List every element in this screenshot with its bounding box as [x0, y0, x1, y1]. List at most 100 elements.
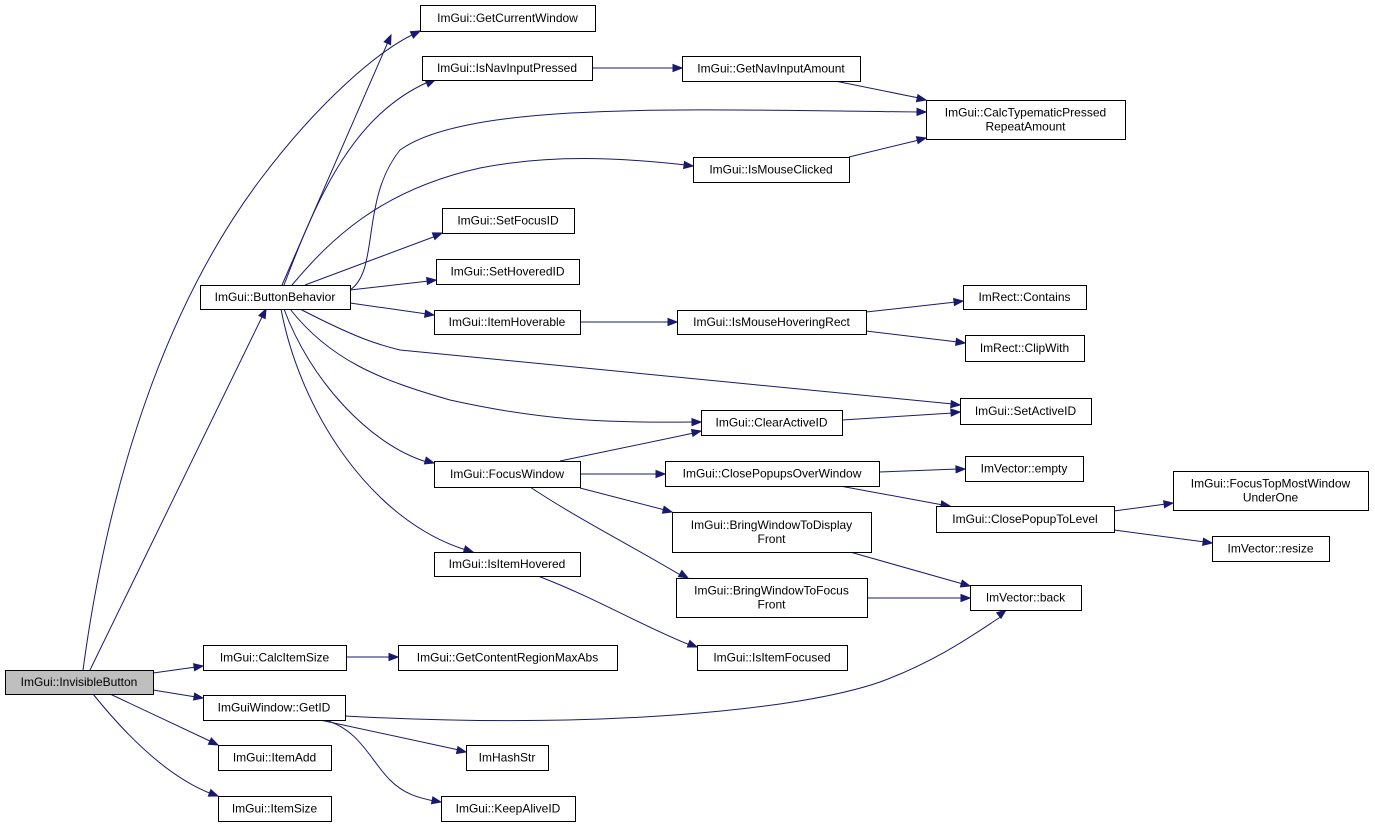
- edge-button_behavior-to-calc_typematic: [349, 107, 928, 291]
- node-box[interactable]: [203, 645, 347, 671]
- node-box[interactable]: [676, 578, 868, 618]
- edge-arrowhead: [388, 652, 400, 662]
- edge-arrowhead: [955, 337, 967, 347]
- node-box[interactable]: [422, 56, 593, 81]
- edge-arrowhead: [423, 456, 436, 465]
- edge-line: [152, 689, 197, 698]
- node-box[interactable]: [693, 157, 850, 183]
- node-imguiwindow-getid[interactable]: ImGuiWindow::GetID: [203, 695, 346, 721]
- node-label: ImRect::ClipWith: [980, 341, 1069, 355]
- node-box[interactable]: [963, 285, 1087, 310]
- node-imrect-clipwith[interactable]: ImRect::ClipWith: [965, 335, 1085, 362]
- node-label: ImGui::IsItemHovered: [449, 557, 566, 571]
- node-box[interactable]: [398, 645, 618, 671]
- node-label: ImHashStr: [479, 751, 536, 765]
- edge-arrowhead: [955, 465, 967, 474]
- node-box[interactable]: [697, 645, 848, 671]
- node-box[interactable]: [434, 552, 581, 577]
- node-box[interactable]: [960, 398, 1092, 425]
- node-close-popups-over-window[interactable]: ImGui::ClosePopupsOverWindow: [665, 461, 880, 487]
- edge-imguiwindow_getid-to-imhashstr: [319, 719, 468, 755]
- node-is-item-hovered[interactable]: ImGui::IsItemHovered: [434, 552, 581, 577]
- edge-line: [291, 158, 687, 286]
- edge-arrowhead: [916, 107, 928, 117]
- edge-arrowhead: [383, 33, 392, 46]
- node-box[interactable]: [436, 259, 580, 285]
- node-invisible-button[interactable]: ImGui::InvisibleButton: [5, 670, 154, 695]
- node-label: UnderOne: [1243, 491, 1299, 505]
- node-get-current-window[interactable]: ImGui::GetCurrentWindow: [420, 5, 596, 32]
- node-set-hovered-id[interactable]: ImGui::SetHoveredID: [436, 259, 580, 285]
- node-set-focus-id[interactable]: ImGui::SetFocusID: [442, 208, 575, 234]
- node-box[interactable]: [965, 456, 1084, 482]
- node-box[interactable]: [442, 208, 575, 234]
- node-box[interactable]: [203, 695, 346, 721]
- edge-line: [344, 615, 1003, 722]
- edge-line: [289, 308, 695, 423]
- node-label: ImGui::CalcTypematicPressed: [945, 106, 1106, 120]
- node-box[interactable]: [665, 461, 880, 487]
- node-box[interactable]: [672, 512, 872, 553]
- node-is-nav-input-pressed[interactable]: ImGui::IsNavInputPressed: [422, 56, 593, 81]
- node-imhashstr[interactable]: ImHashStr: [466, 745, 549, 771]
- node-close-popup-to-level[interactable]: ImGui::ClosePopupToLevel: [936, 506, 1115, 533]
- edge-button_behavior-to-is_nav_input_pressed: [283, 79, 437, 286]
- node-box[interactable]: [434, 461, 581, 488]
- node-is-mouse-clicked[interactable]: ImGui::IsMouseClicked: [693, 157, 850, 183]
- node-imrect-contains[interactable]: ImRect::Contains: [963, 285, 1087, 310]
- node-keep-alive-id[interactable]: ImGui::KeepAliveID: [441, 796, 576, 822]
- node-box[interactable]: [677, 310, 867, 335]
- node-imvector-back[interactable]: ImVector::back: [970, 585, 1082, 611]
- node-box[interactable]: [200, 285, 351, 310]
- node-calc-item-size[interactable]: ImGui::CalcItemSize: [203, 645, 347, 671]
- edge-arrowhead: [462, 545, 475, 554]
- node-get-nav-input-amount[interactable]: ImGui::GetNavInputAmount: [682, 56, 861, 82]
- node-box[interactable]: [466, 745, 549, 771]
- edge-line: [529, 486, 683, 577]
- node-box[interactable]: [936, 506, 1115, 533]
- node-box[interactable]: [441, 796, 576, 822]
- edge-line: [324, 719, 435, 802]
- node-item-size[interactable]: ImGui::ItemSize: [218, 796, 332, 822]
- edge-is_mouse_hovering_rect-to-imrect_contains: [865, 297, 965, 313]
- node-imvector-empty[interactable]: ImVector::empty: [965, 456, 1084, 482]
- node-button-behavior[interactable]: ImGui::ButtonBehavior: [200, 285, 351, 310]
- node-label: ImVector::empty: [981, 462, 1068, 476]
- node-is-mouse-hovering-rect[interactable]: ImGui::IsMouseHoveringRect: [677, 310, 867, 335]
- node-box[interactable]: [970, 585, 1082, 611]
- node-box[interactable]: [701, 410, 843, 436]
- edge-arrowhead: [683, 160, 695, 170]
- node-label: ImGui::ItemSize: [232, 802, 318, 816]
- node-box[interactable]: [682, 56, 861, 82]
- node-get-content-region-max-abs[interactable]: ImGui::GetContentRegionMaxAbs: [398, 645, 618, 671]
- edge-line: [109, 693, 213, 743]
- node-label: ImGui::FocusWindow: [450, 467, 564, 481]
- node-focus-window[interactable]: ImGui::FocusWindow: [434, 461, 581, 488]
- edge-focus_window-to-bring_to_focus_front: [529, 486, 690, 579]
- node-box[interactable]: [1173, 471, 1369, 511]
- node-box[interactable]: [1212, 536, 1330, 562]
- node-box[interactable]: [965, 335, 1085, 362]
- node-clear-active-id[interactable]: ImGui::ClearActiveID: [701, 410, 843, 436]
- node-set-active-id[interactable]: ImGui::SetActiveID: [960, 398, 1092, 425]
- node-box[interactable]: [218, 796, 332, 822]
- edge-line: [349, 302, 428, 315]
- node-is-item-focused[interactable]: ImGui::IsItemFocused: [697, 645, 848, 671]
- node-box[interactable]: [434, 310, 581, 335]
- node-box[interactable]: [218, 745, 332, 771]
- edge-imguiwindow_getid-to-imvector_back: [344, 609, 1008, 722]
- node-item-hoverable[interactable]: ImGui::ItemHoverable: [434, 310, 581, 335]
- node-box[interactable]: [926, 100, 1126, 140]
- edge-close_popup_to_level-to-imvector_resize: [1113, 529, 1214, 546]
- node-imvector-resize[interactable]: ImVector::resize: [1212, 536, 1330, 562]
- edge-button_behavior-to-focus_window: [283, 308, 436, 465]
- edge-arrowhead: [953, 297, 965, 307]
- node-box[interactable]: [5, 670, 154, 695]
- node-box[interactable]: [420, 5, 596, 32]
- edge-line: [82, 33, 415, 671]
- node-item-add[interactable]: ImGui::ItemAdd: [218, 745, 332, 771]
